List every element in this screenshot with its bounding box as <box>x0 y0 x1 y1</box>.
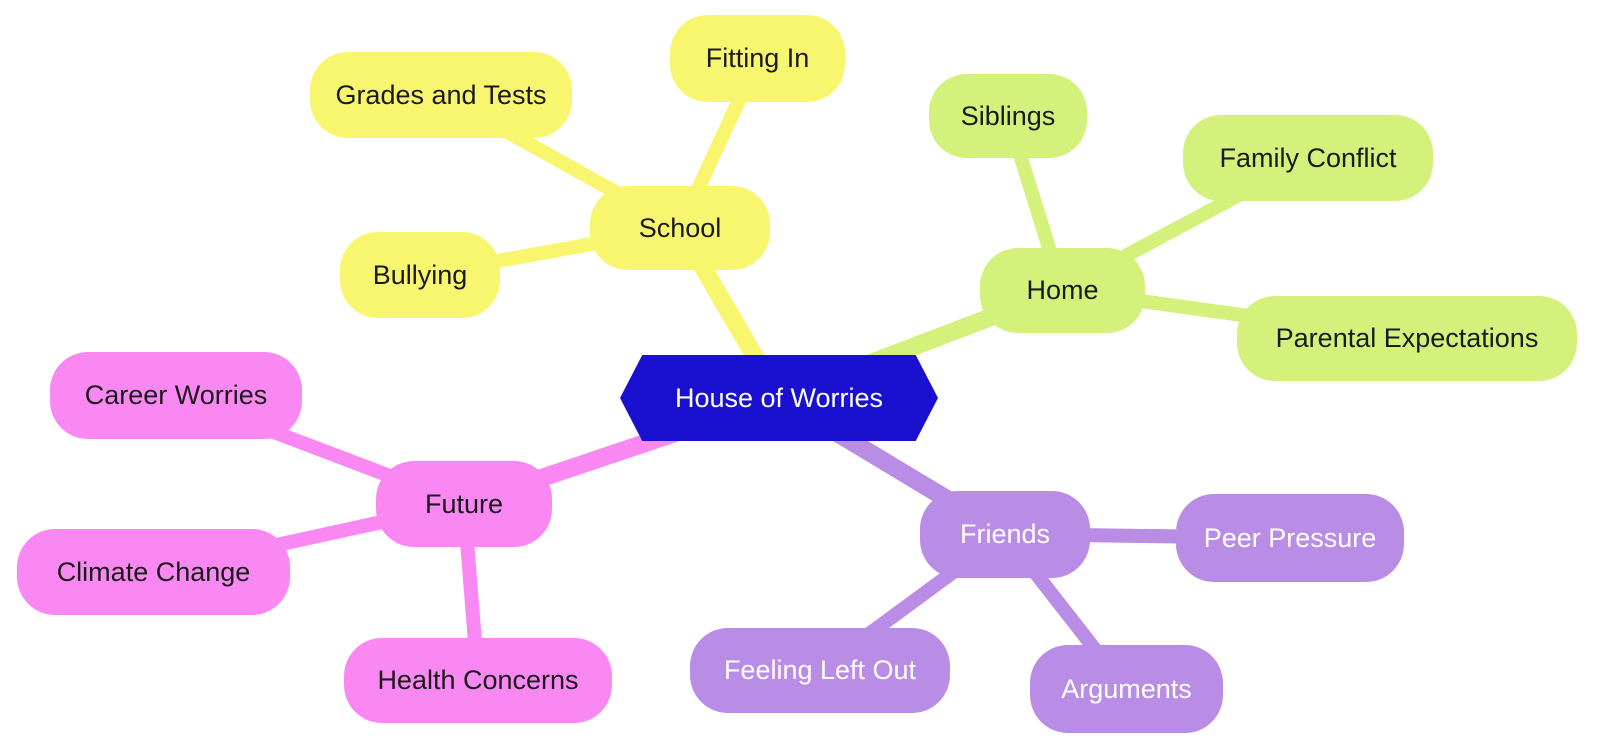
node-feeling-left-out-label: Feeling Left Out <box>723 655 917 685</box>
node-health-concerns: Health Concerns <box>344 638 612 723</box>
node-future: Future <box>376 461 552 547</box>
node-house-of-worries: House of Worries <box>620 355 938 441</box>
node-health-concerns-label: Health Concerns <box>377 665 579 695</box>
node-climate-change-label: Climate Change <box>56 556 251 587</box>
node-family-conflict-label: Family Conflict <box>1219 142 1397 173</box>
node-friends-label: Friends <box>959 519 1051 549</box>
node-house-of-worries-label: House of Worries <box>674 382 884 413</box>
node-parental-expectations: Parental Expectations <box>1237 296 1577 381</box>
node-future-label: Future <box>424 488 504 519</box>
node-fitting-in-label: Fitting In <box>705 43 810 73</box>
node-career-worries: Career Worries <box>50 352 302 439</box>
node-parental-expectations-label: Parental Expectations <box>1275 323 1539 353</box>
node-bullying-label: Bullying <box>372 259 468 290</box>
node-climate-change: Climate Change <box>17 529 290 615</box>
node-siblings: Siblings <box>929 74 1087 158</box>
node-school: School <box>590 186 770 270</box>
node-home-label: Home <box>1026 275 1099 305</box>
node-arguments: Arguments <box>1030 645 1223 733</box>
node-friends: Friends <box>920 491 1090 578</box>
node-home: Home <box>980 248 1145 333</box>
node-arguments-label: Arguments <box>1061 673 1192 704</box>
node-grades-and-tests-label: Grades and Tests <box>335 79 547 110</box>
node-feeling-left-out: Feeling Left Out <box>690 628 950 713</box>
node-career-worries-label: Career Worries <box>84 380 268 410</box>
node-family-conflict: Family Conflict <box>1183 115 1433 201</box>
node-bullying: Bullying <box>340 232 500 318</box>
node-peer-pressure-label: Peer Pressure <box>1203 522 1377 553</box>
node-grades-and-tests: Grades and Tests <box>310 52 572 138</box>
node-school-label: School <box>638 212 722 243</box>
node-peer-pressure: Peer Pressure <box>1176 494 1404 582</box>
node-siblings-label: Siblings <box>960 100 1056 131</box>
node-fitting-in: Fitting In <box>670 15 845 102</box>
